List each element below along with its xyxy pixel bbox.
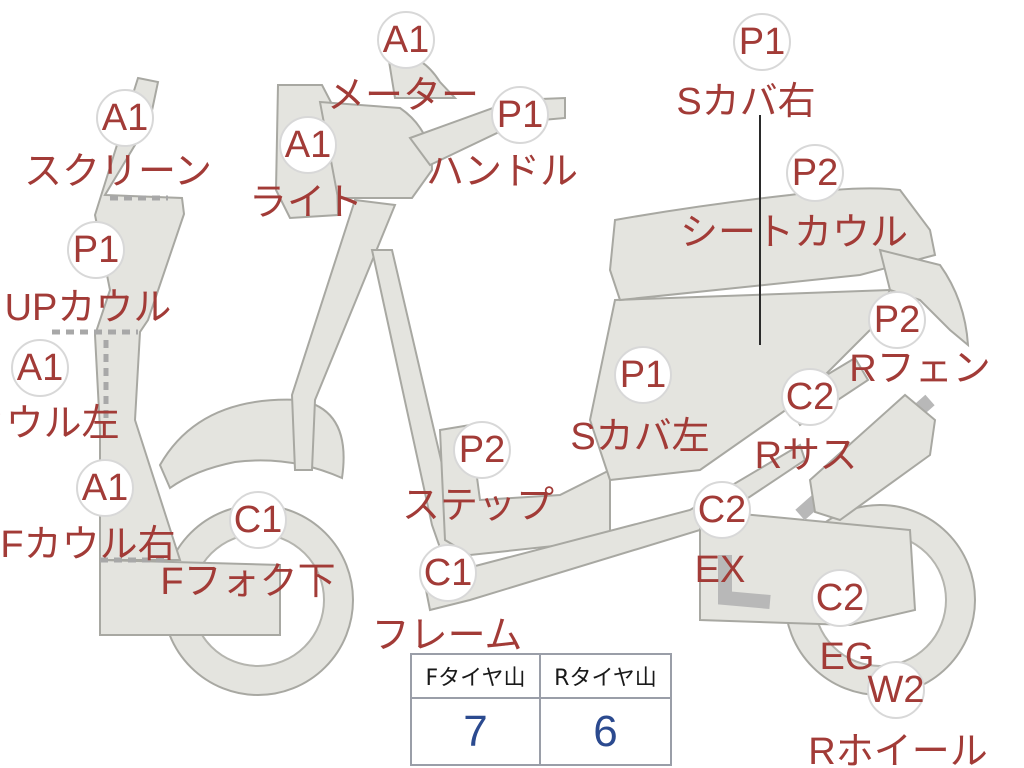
part-tag-badge <box>693 481 751 539</box>
part-grade-code: A1 <box>17 347 63 389</box>
part-grade-code: A1 <box>285 124 331 166</box>
part-label: Fカウル右 <box>0 524 175 566</box>
part-tag-seat-cowl: P2 シートカウル <box>680 144 908 254</box>
part-grade-code: A1 <box>82 467 128 509</box>
part-label: ライト <box>249 182 363 224</box>
part-tag-badge <box>419 544 477 602</box>
part-grade-code: P2 <box>459 429 505 471</box>
part-label: ステップ <box>402 485 554 527</box>
part-tag-badge <box>867 661 925 719</box>
scooter-silhouette <box>52 53 976 696</box>
part-tag-badge <box>786 144 844 202</box>
part-label: スクリーン <box>24 151 212 193</box>
part-tag-frame: C1 フレーム <box>372 544 523 657</box>
part-grade-code: P1 <box>739 21 785 63</box>
part-label: Sカバ右 <box>676 81 815 123</box>
part-tag-screen: A1 スクリーン <box>24 89 212 193</box>
part-tag-handle: P1 ハンドル <box>426 86 578 193</box>
part-grade-code: A1 <box>383 19 429 61</box>
part-label: EX <box>695 549 746 591</box>
rear-tire-header: Rタイヤ山 <box>541 655 670 699</box>
part-grade-code: A1 <box>102 97 148 139</box>
part-grade-code: W2 <box>868 669 925 711</box>
part-label: UPカウル <box>5 287 172 329</box>
part-label: ハンドル <box>426 151 578 193</box>
part-tag-badge <box>377 11 435 69</box>
part-tag-badge <box>96 89 154 147</box>
part-label: EG <box>820 636 875 678</box>
part-tag-step: P2 ステップ <box>402 421 554 527</box>
part-tag-badge <box>67 221 125 279</box>
front-tire-value: 7 <box>412 699 541 764</box>
part-grade-code: C2 <box>786 376 835 418</box>
part-tag-badge <box>76 459 134 517</box>
part-label: Rサス <box>755 435 858 477</box>
part-tag-badge <box>868 291 926 349</box>
part-tag-badge <box>11 339 69 397</box>
part-label: Sカバ左 <box>570 416 709 458</box>
part-tag-meter: A1 メーター <box>327 11 479 117</box>
part-grade-code: P1 <box>620 354 666 396</box>
part-tag-badge <box>614 346 672 404</box>
part-grade-code: C2 <box>698 489 747 531</box>
part-grade-code: C1 <box>424 552 473 594</box>
part-tag-badge <box>229 491 287 549</box>
part-label: メーター <box>327 75 479 117</box>
part-label: Fカウル左 <box>0 403 120 445</box>
part-tag-badge <box>811 569 869 627</box>
part-tag-f-cowl-left: A1Fカウル左 <box>0 339 120 445</box>
part-tag-badge <box>279 116 337 174</box>
part-label: Rホイール <box>808 731 987 768</box>
part-grade-code: C2 <box>816 577 865 619</box>
tire-tread-table: Fタイヤ山 Rタイヤ山 7 6 <box>410 653 672 766</box>
part-label: シートカウル <box>680 212 908 254</box>
part-label: フレーム <box>372 615 523 657</box>
part-grade-code: P2 <box>874 299 920 341</box>
part-label: Fフォク下 <box>160 561 335 603</box>
part-tag-badge <box>453 421 511 479</box>
part-grade-code: P1 <box>497 94 543 136</box>
part-grade-code: P1 <box>73 229 119 271</box>
rear-tire-value: 6 <box>593 706 618 756</box>
part-tag-badge <box>491 86 549 144</box>
part-grade-code: P2 <box>792 152 838 194</box>
part-label: Rフェン <box>849 348 990 390</box>
front-tire-header: Fタイヤ山 <box>412 655 541 699</box>
part-tag-light: A1 ライト <box>249 116 363 224</box>
part-tag-badge <box>781 368 839 426</box>
part-grade-code: C1 <box>234 499 283 541</box>
part-tag-badge <box>733 13 791 71</box>
